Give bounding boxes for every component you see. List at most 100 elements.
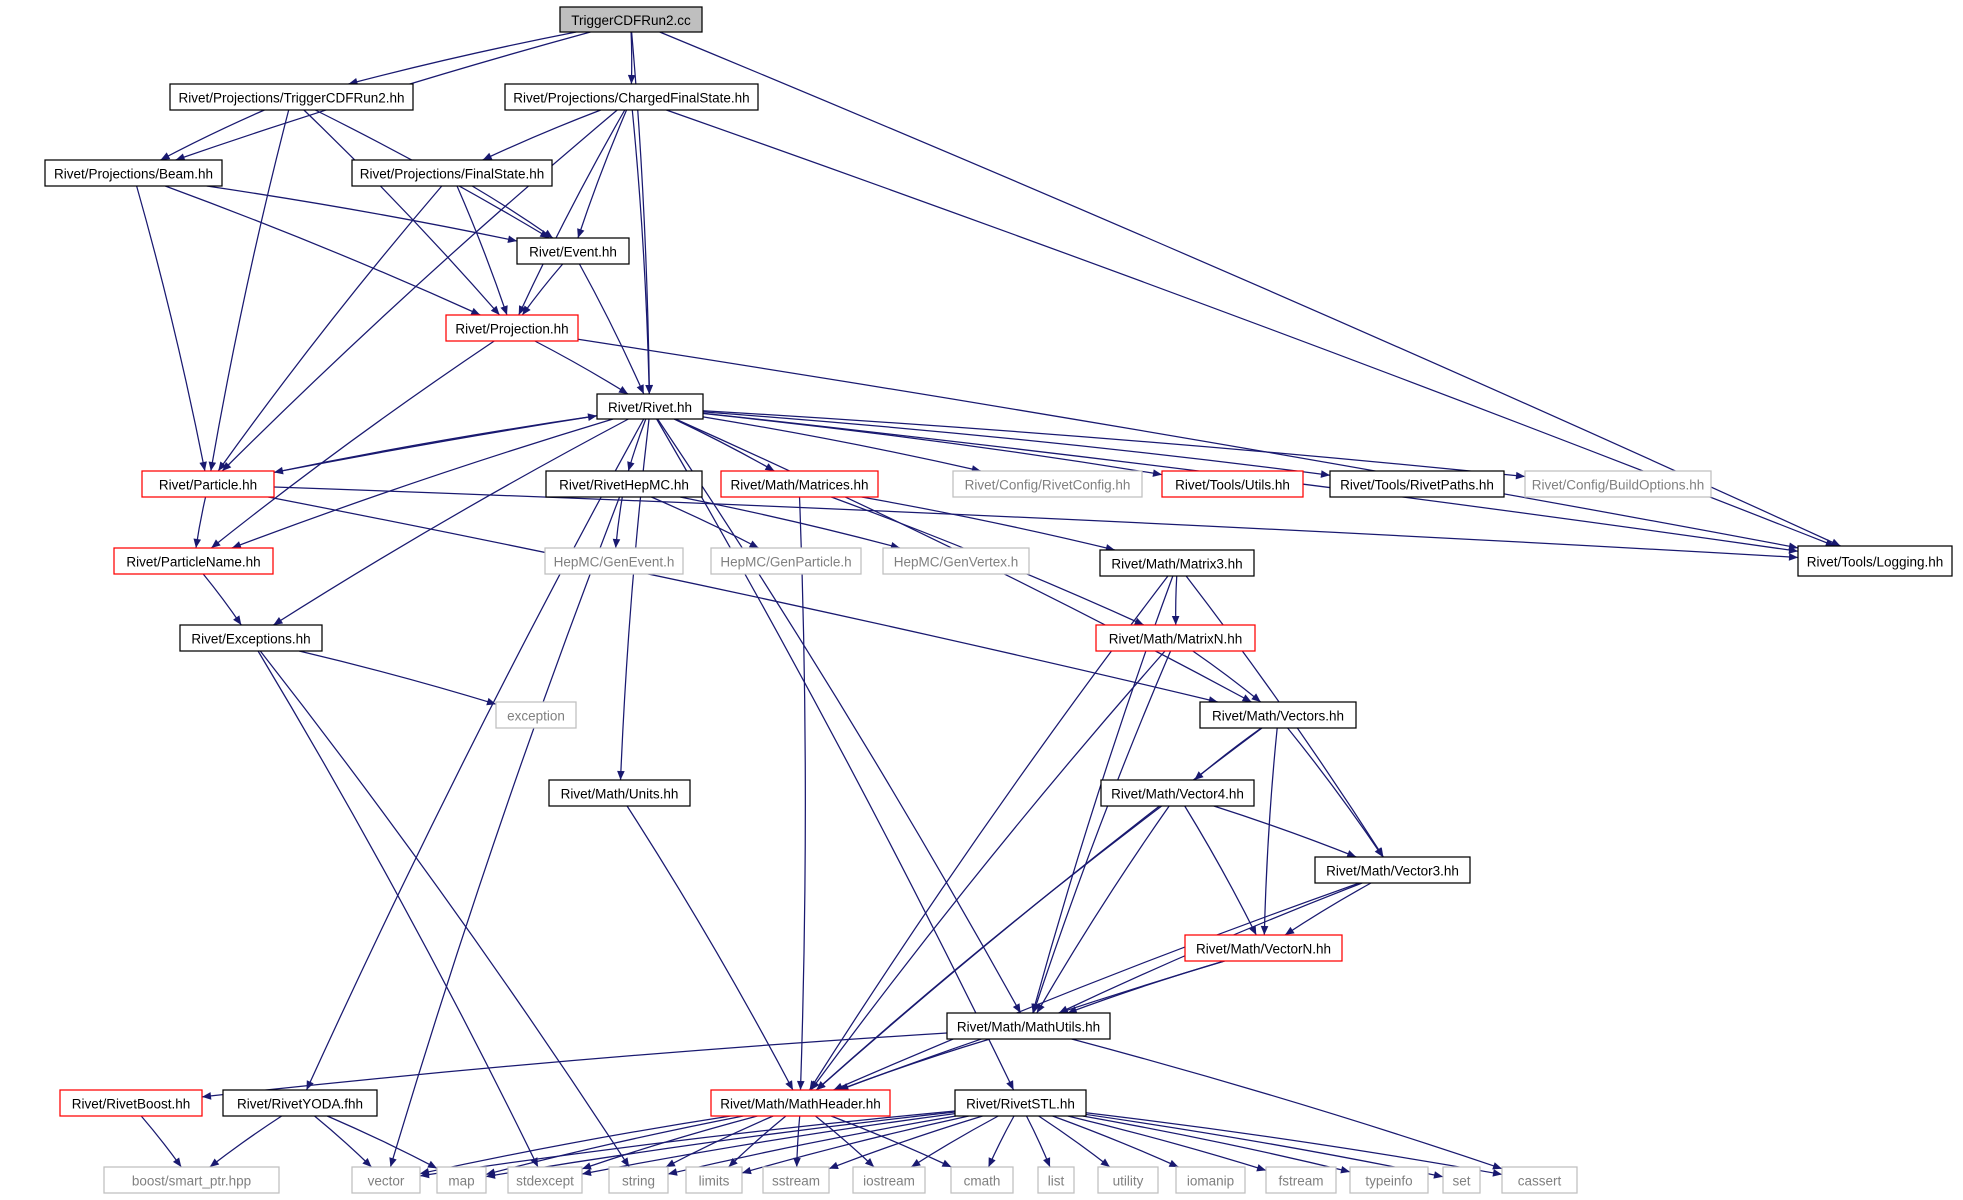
node-typeinfo[interactable]: typeinfo [1349,1166,1429,1194]
arrowhead-rivet-to-stl [1006,1080,1014,1090]
node-logging[interactable]: Rivet/Tools/Logging.hh [1797,545,1953,577]
node-genevent[interactable]: HepMC/GenEvent.h [544,547,684,575]
node-matrix3[interactable]: Rivet/Math/Matrix3.hh [1099,549,1255,577]
arrowhead-stl-to-cmath [988,1157,996,1167]
node-vector[interactable]: vector [351,1166,421,1194]
node-matrixn[interactable]: Rivet/Math/MatrixN.hh [1095,624,1256,652]
edge-vector4-to-mathheader [815,805,1163,1091]
arrowhead-cfs-to-fs [482,152,493,160]
node-mathheader-box [710,1089,891,1117]
node-cassert[interactable]: cassert [1501,1166,1578,1194]
edges-layer [136,31,1841,1179]
edge-stl-to-fstream [1067,1115,1267,1171]
node-vector3[interactable]: Rivet/Math/Vector3.hh [1314,856,1471,884]
node-utils[interactable]: Rivet/Tools/Utils.hh [1161,470,1304,498]
node-exceptions[interactable]: Rivet/Exceptions.hh [179,624,323,652]
node-genvertex[interactable]: HepMC/GenVertex.h [882,547,1030,575]
node-particle[interactable]: Rivet/Particle.hh [141,470,275,498]
node-genevent-box [544,547,684,575]
arrowhead-stl-to-typeinfo [1340,1166,1350,1174]
edge-vector3-to-mathheader [833,882,1360,1091]
node-hepmc[interactable]: Rivet/RivetHepMC.hh [545,470,703,498]
arrowhead-rivet-to-buildopts [1515,471,1525,480]
node-limits-label: limits [699,1174,730,1189]
node-exception-box [495,701,577,729]
edge-mathheader-to-vector [419,1115,731,1175]
node-cfs[interactable]: Rivet/Projections/ChargedFinalState.hh [504,83,759,111]
edge-beam-to-proj [165,185,481,316]
node-set[interactable]: set [1442,1166,1481,1194]
node-rivet[interactable]: Rivet/Rivet.hh [596,393,704,420]
node-rivetconfig[interactable]: Rivet/Config/RivetConfig.hh [952,470,1143,498]
arrowhead-rivet-to-vectors [1241,694,1252,702]
node-beam-label: Rivet/Projections/Beam.hh [54,167,213,182]
edge-fs-to-proj [456,185,508,316]
node-vectors[interactable]: Rivet/Math/Vectors.hh [1199,701,1357,729]
node-fs[interactable]: Rivet/Projections/FinalState.hh [351,159,553,187]
arrowhead-rivet-to-units [617,770,625,780]
node-root[interactable]: TriggerCDFRun2.cc [559,6,703,33]
node-iostream[interactable]: iostream [852,1166,926,1194]
node-mathutils[interactable]: Rivet/Math/MathUtils.hh [946,1012,1111,1040]
node-stdexcept[interactable]: stdexcept [507,1166,583,1194]
node-event-box [516,237,630,265]
node-proj[interactable]: Rivet/Projection.hh [445,314,579,342]
edge-trig-to-proj [303,109,501,316]
arrowhead-mathheader-to-limits [728,1158,738,1167]
node-fstream[interactable]: fstream [1265,1166,1337,1194]
node-matrices[interactable]: Rivet/Math/Matrices.hh [720,470,879,498]
node-event[interactable]: Rivet/Event.hh [516,237,630,265]
node-matrices-label: Rivet/Math/Matrices.hh [730,478,868,493]
edge-event-to-proj [521,263,564,316]
node-event-label: Rivet/Event.hh [529,245,617,260]
arrowhead-cfs-to-event [577,228,585,238]
node-smartptr[interactable]: boost/smart_ptr.hpp [103,1166,280,1194]
arrowhead-rivet-to-exceptions [273,616,284,625]
node-limits[interactable]: limits [685,1166,743,1194]
node-utility[interactable]: utility [1097,1166,1159,1194]
node-cmath[interactable]: cmath [950,1166,1014,1194]
node-string[interactable]: string [608,1166,669,1194]
node-yoda[interactable]: Rivet/RivetYODA.fhh [222,1089,378,1117]
node-stl[interactable]: Rivet/RivetSTL.hh [954,1089,1087,1117]
node-boost[interactable]: Rivet/RivetBoost.hh [59,1089,203,1117]
arrowhead-mathutils-to-cassert [1492,1162,1502,1170]
node-sstream[interactable]: sstream [762,1166,830,1194]
node-vectorn[interactable]: Rivet/Math/VectorN.hh [1184,934,1343,962]
node-buildopts[interactable]: Rivet/Config/BuildOptions.hh [1524,470,1712,498]
edge-stl-to-iomanip [1052,1115,1179,1168]
arrowhead-particle-to-rivet [587,413,597,421]
nodes-layer: TriggerCDFRun2.ccRivet/Projections/Trigg… [44,6,1953,1194]
arrowhead-event-to-proj [522,305,531,315]
node-vector-label: vector [368,1174,405,1189]
node-beam[interactable]: Rivet/Projections/Beam.hh [44,159,223,187]
node-units[interactable]: Rivet/Math/Units.hh [548,779,691,807]
edge-rivet-to-stl [656,418,1015,1091]
node-genparticle[interactable]: HepMC/GenParticle.h [710,547,862,575]
arrowhead-stl-to-string [668,1168,678,1176]
node-vectorn-label: Rivet/Math/VectorN.hh [1196,942,1331,957]
node-mathheader[interactable]: Rivet/Math/MathHeader.hh [710,1089,891,1117]
node-fs-label: Rivet/Projections/FinalState.hh [360,167,545,182]
edge-mathheader-to-map [485,1115,744,1176]
node-cmath-box [950,1166,1014,1194]
node-map[interactable]: map [436,1166,487,1194]
edge-cfs-to-event [577,109,628,239]
edge-root-to-rivet [630,31,651,395]
node-list[interactable]: list [1037,1166,1075,1194]
node-fstream-label: fstream [1278,1174,1323,1189]
node-iomanip[interactable]: iomanip [1175,1166,1246,1194]
arrowhead-proj-to-pname [211,539,221,548]
node-utility-label: utility [1113,1174,1144,1189]
arrowhead-rivet-to-pname [231,541,242,549]
node-pname-label: Rivet/ParticleName.hh [126,555,260,570]
node-vector4[interactable]: Rivet/Math/Vector4.hh [1100,779,1255,807]
node-exception[interactable]: exception [495,701,577,729]
arrowhead-yoda-to-map [427,1160,437,1169]
arrowhead-stl-to-limits [742,1166,752,1175]
node-pname[interactable]: Rivet/ParticleName.hh [113,547,274,575]
arrowhead-cfs-to-particle [222,461,232,471]
arrowhead-matrices-to-matrixn [1133,617,1144,625]
node-rivetpaths[interactable]: Rivet/Tools/RivetPaths.hh [1329,470,1505,498]
node-trig[interactable]: Rivet/Projections/TriggerCDFRun2.hh [169,83,414,111]
